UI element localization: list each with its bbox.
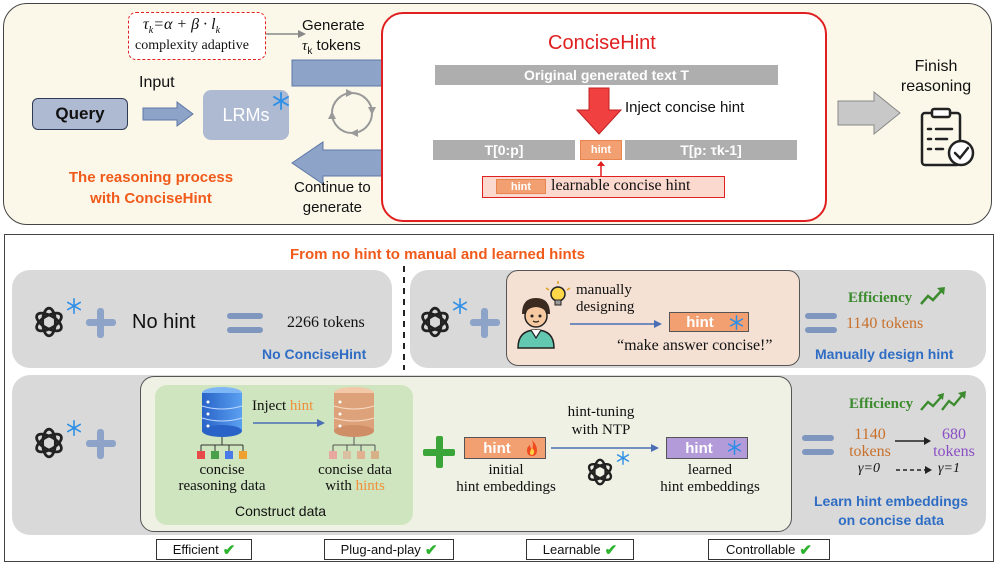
openai-logo-icon — [418, 306, 452, 338]
no-concisehint-label: No ConciseHint — [262, 346, 367, 362]
nohint-box — [12, 270, 392, 368]
refresh-cycle-icon — [328, 89, 376, 137]
concise-data-label: concise reasoning data — [178, 462, 266, 494]
learn-hint-label: Learn hint embeddings on concise data — [813, 493, 968, 528]
efficiency-label: Efficiency — [848, 290, 913, 306]
plus-icon-v — [481, 308, 488, 338]
finish-arrow — [837, 90, 901, 136]
trend-up-icon — [920, 391, 966, 411]
snowflake-icon — [66, 419, 82, 437]
manual-design-inner — [506, 270, 800, 366]
nohint-tokens: 2266 tokens — [287, 314, 365, 331]
database-icon — [197, 387, 247, 459]
efficiency-label: Efficiency — [849, 396, 914, 412]
inject-hint-arrow — [253, 419, 325, 427]
check-icon: ✔ — [799, 541, 812, 559]
manual-hint-chip: hint — [669, 312, 749, 332]
learnable-hint-chip: hint — [496, 179, 546, 194]
hint-tuning-label: hint-tuning with NTP — [567, 404, 635, 438]
snowflake-icon — [729, 315, 744, 330]
database-icon — [329, 387, 379, 459]
learnable-arrow — [597, 161, 605, 177]
formula-box: τk=α + β · lk complexity adaptive — [128, 12, 266, 60]
green-plus-icon-v — [436, 436, 443, 468]
openai-logo-icon — [32, 306, 66, 338]
equals-icon-top — [802, 435, 834, 441]
concise-with-hints-label: concise data with hints — [318, 462, 392, 494]
inject-label: Inject concise hint — [625, 99, 745, 116]
concisehint-title: ConciseHint — [548, 32, 656, 54]
nohint-label: No hint — [132, 311, 196, 333]
trend-up-icon — [920, 287, 945, 305]
inject-hint-label: Inject hint — [252, 398, 314, 414]
plus-icon-v — [97, 429, 104, 459]
snowflake-icon — [66, 297, 82, 315]
learnable-hint-box: hint learnable concise hint — [482, 176, 725, 198]
person-lightbulb-icon — [517, 281, 571, 349]
openai-logo-icon — [585, 458, 615, 486]
clipboard-check-icon — [920, 107, 975, 167]
snowflake-icon — [727, 440, 742, 455]
snowflake-icon — [616, 451, 630, 465]
construct-data-label: Construct data — [235, 503, 327, 519]
complexity-label: complexity adaptive — [135, 38, 249, 53]
check-icon: ✔ — [222, 541, 236, 559]
tokens-arrow — [895, 437, 931, 445]
input-label: Input — [139, 74, 175, 91]
bottom-title: From no hint to manual and learned hints — [290, 246, 586, 263]
manual-design-hint-label: Manually design hint — [815, 346, 954, 362]
formula-text: τk=α + β · lk — [143, 16, 221, 37]
gamma0-label: γ=0 — [858, 461, 880, 476]
equals-icon-bottom — [802, 449, 834, 455]
generate-label: Generate τk tokens — [302, 17, 365, 57]
hint-tuning-arrow — [551, 444, 659, 452]
check-learnable: Learnable✔ — [526, 539, 634, 560]
formula-arrow — [266, 30, 306, 38]
gamma1-label: γ=1 — [938, 461, 960, 476]
initial-hint-chip: hint — [464, 437, 546, 459]
finish-label: Finish reasoning — [900, 58, 972, 95]
gamma-arrow — [896, 466, 932, 474]
learnable-hint-text: learnable concise hint — [551, 177, 691, 194]
plus-icon-v — [97, 308, 104, 338]
query-arrow — [142, 101, 194, 127]
segment-left: T[0:p] — [433, 140, 575, 160]
segment-hint: hint — [580, 140, 622, 160]
process-label: The reasoning process with ConciseHint — [68, 169, 234, 207]
snowflake-icon — [273, 92, 289, 110]
learned-hint-chip: hint — [666, 437, 748, 459]
query-box: Query — [32, 98, 128, 130]
snowflake-icon — [452, 297, 468, 315]
learned-hint-label: learned hint embeddings — [660, 462, 760, 495]
lrms-box: LRMs — [203, 90, 289, 140]
original-text-bar: Original generated text T — [435, 65, 778, 85]
check-plug-and-play: Plug-and-play✔ — [324, 539, 454, 560]
divider — [403, 266, 405, 370]
equals-icon-bottom — [805, 327, 837, 333]
learned-680-tokens: 680 tokens — [933, 426, 975, 460]
continue-label: Continue to generate — [294, 179, 371, 216]
check-controllable: Controllable✔ — [708, 539, 830, 560]
equals-icon-top — [227, 313, 263, 319]
equals-icon-top — [805, 313, 837, 319]
manual-tokens: 1140 tokens — [846, 315, 924, 332]
manual-quote: “make answer concise!” — [617, 337, 773, 354]
equals-icon-bottom — [227, 327, 263, 333]
check-icon: ✔ — [604, 541, 618, 559]
manually-label: manually designing — [576, 282, 635, 315]
openai-logo-icon — [32, 427, 66, 459]
learned-1140-tokens: 1140 tokens — [849, 426, 891, 460]
segment-right: T[p: τk-1] — [625, 140, 797, 160]
manual-arrow — [570, 320, 662, 328]
inject-arrow — [575, 87, 623, 135]
initial-hint-label: initial hint embeddings — [456, 462, 556, 495]
check-efficient: Efficient✔ — [156, 539, 252, 560]
check-icon: ✔ — [424, 541, 438, 559]
fire-icon — [527, 440, 537, 456]
